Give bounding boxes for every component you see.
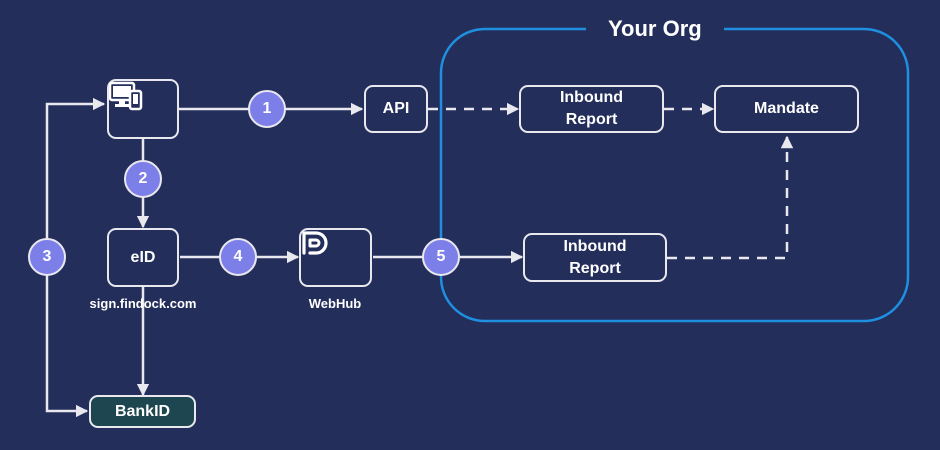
inbound-bottom-line2: Report: [569, 259, 621, 277]
api-node[interactable]: API: [364, 85, 428, 133]
bankid-label: BankID: [114, 402, 171, 420]
step-2-badge: 2: [124, 160, 162, 198]
eid-label: eID: [130, 248, 156, 266]
findock-logo-icon: [302, 231, 328, 255]
mandate-node[interactable]: Mandate: [714, 85, 859, 133]
inbound-bottom-line1: Inbound: [563, 237, 627, 255]
webhub-node[interactable]: [299, 228, 372, 287]
step-5-badge: 5: [422, 238, 460, 276]
monitor-and-phone-icon: [109, 81, 143, 111]
eid-caption: sign.findock.com: [89, 296, 197, 311]
arrow-inbound-bottom-to-mandate: [667, 135, 794, 260]
webhub-caption: WebHub: [308, 296, 362, 311]
api-label: API: [382, 100, 410, 117]
device-node[interactable]: [107, 79, 179, 139]
org-boundary: [439, 27, 910, 323]
inbound-report-bottom-node[interactable]: Inbound Report: [523, 233, 667, 282]
inbound-top-line1: Inbound: [559, 89, 624, 106]
org-title: Your Org: [586, 16, 724, 42]
step-1-badge: 1: [248, 90, 286, 128]
step-4-badge: 4: [219, 238, 257, 276]
bankid-node[interactable]: BankID: [89, 395, 196, 428]
mandate-label: Mandate: [754, 100, 819, 117]
eid-node[interactable]: eID: [107, 228, 179, 287]
inbound-report-top-node[interactable]: Inbound Report: [519, 85, 664, 133]
inbound-top-line2: Report: [565, 111, 618, 128]
step-3-badge: 3: [28, 238, 66, 276]
arrow-loop-to-device: [45, 97, 106, 258]
arrow-loop-to-bankid: [45, 258, 89, 418]
